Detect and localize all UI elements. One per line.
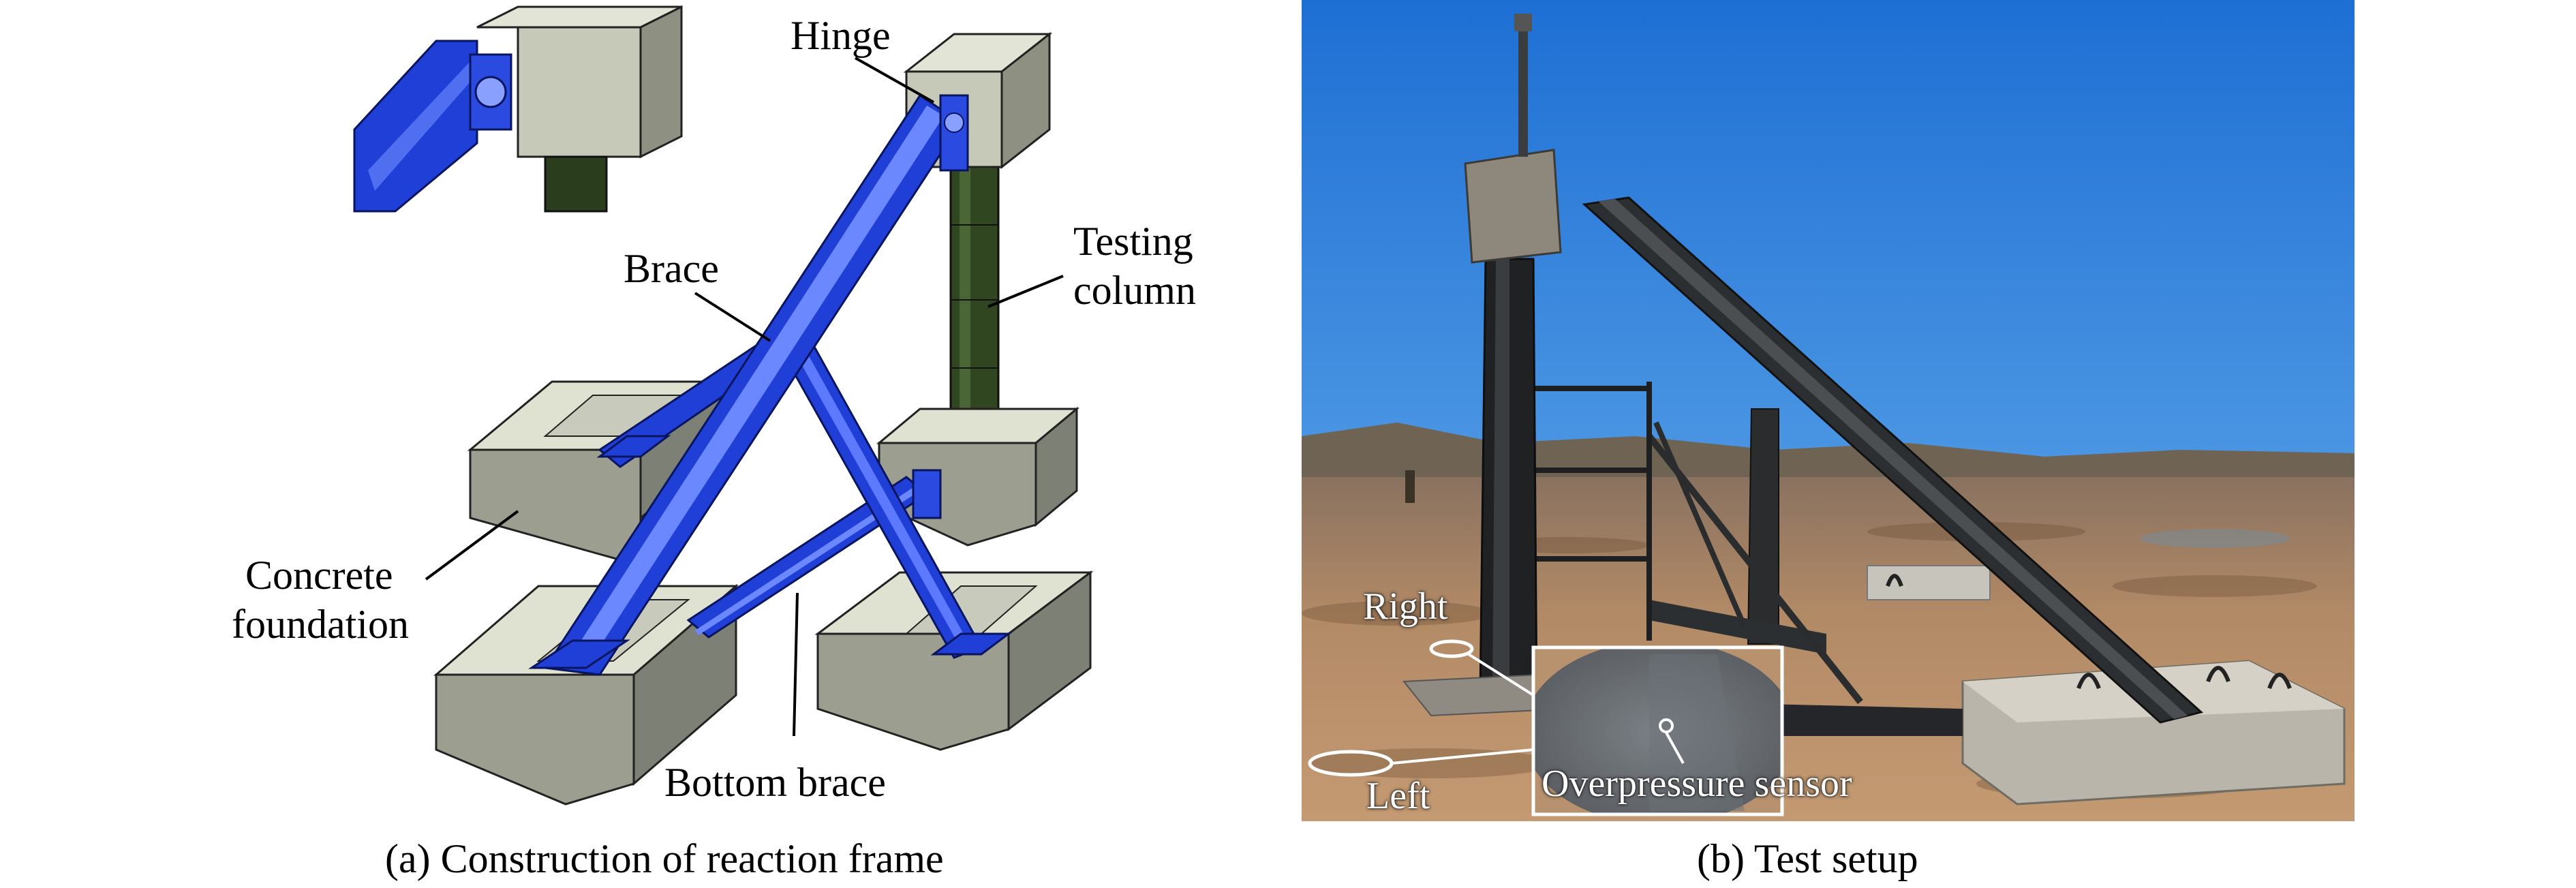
test-setup-photo [1302, 0, 2355, 821]
leader-lines [425, 57, 1064, 737]
label-brace: Brace [624, 246, 719, 291]
label-hinge: Hinge [791, 13, 891, 58]
label-left: Left [1366, 775, 1430, 817]
label-testing-column-line2: column [1073, 268, 1196, 313]
overpressure-sensor-inset [1531, 645, 1784, 816]
label-concrete-foundation-line2: foundation [232, 602, 409, 647]
caption-panel-b: (b) Test setup [1697, 836, 1918, 881]
caption-panel-a: (a) Construction of reaction frame [385, 836, 944, 881]
label-bottom-brace: Bottom brace [664, 760, 886, 805]
label-right: Right [1363, 585, 1448, 628]
foundation-back-right [876, 406, 1080, 547]
label-concrete-foundation-line1: Concrete [245, 553, 393, 598]
foundation-front-right [814, 570, 1094, 751]
testing-column [903, 31, 1053, 444]
main-brace [528, 93, 1012, 676]
hinge-detail-inset [353, 5, 683, 213]
label-overpressure-sensor: Overpressure sensor [1542, 763, 1852, 805]
label-testing-column-line1: Testing [1073, 219, 1193, 264]
